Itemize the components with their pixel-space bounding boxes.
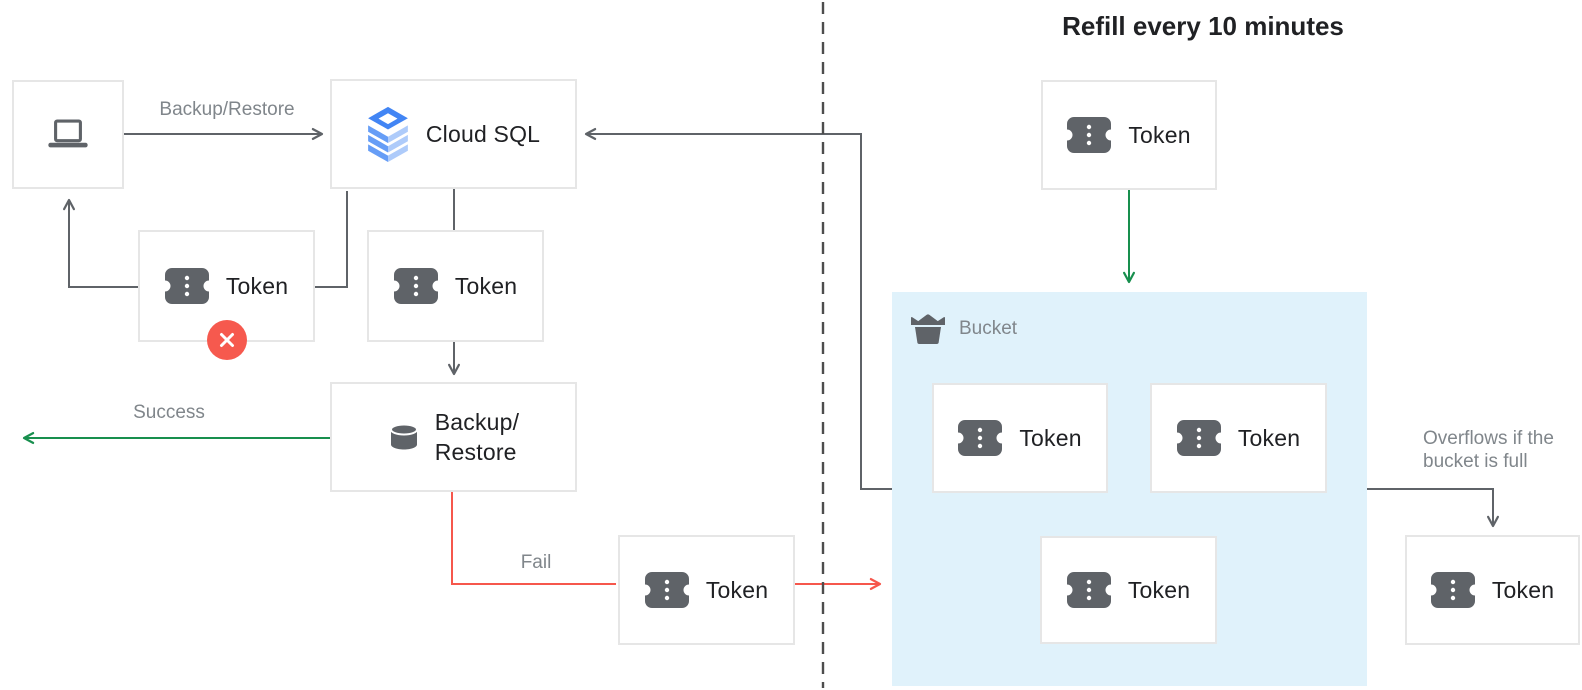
laptop-icon xyxy=(48,119,88,148)
bucket-icon xyxy=(911,314,945,344)
cloud-sql-node: Cloud SQL xyxy=(330,79,577,189)
token-node-bucket-3: Token xyxy=(1040,536,1217,644)
database-icon xyxy=(389,423,418,450)
edge-label-success: Success xyxy=(133,402,205,423)
token-node-failed: Token xyxy=(618,535,795,645)
bucket-header: Bucket xyxy=(910,312,1017,344)
token-node-overflow: Token xyxy=(1405,535,1580,645)
token-label: Token xyxy=(1237,424,1301,451)
token-icon xyxy=(1430,572,1475,608)
token-node-pending: Token xyxy=(367,230,544,342)
cloud-sql-icon xyxy=(367,106,408,162)
edge-label-fail: Fail xyxy=(520,552,552,573)
edge-label-backup-restore: Backup/Restore xyxy=(159,99,295,120)
diagram-title: Refill every 10 minutes xyxy=(1062,11,1344,41)
token-label: Token xyxy=(225,272,289,299)
backup-restore-node: Backup/ Restore xyxy=(330,382,577,492)
token-label: Token xyxy=(705,576,769,603)
token-icon xyxy=(1066,572,1111,608)
token-icon xyxy=(1067,117,1112,153)
token-node-bucket-2: Token xyxy=(1150,383,1327,493)
token-icon xyxy=(644,572,689,608)
token-icon xyxy=(393,268,438,304)
token-icon xyxy=(1176,420,1221,456)
client-node xyxy=(12,80,124,189)
error-x-icon xyxy=(207,320,247,360)
token-label: Token xyxy=(1127,576,1191,603)
bucket-label: Bucket xyxy=(959,317,1018,339)
cloud-sql-label: Cloud SQL xyxy=(425,120,541,147)
token-node-bucket-1: Token xyxy=(932,383,1108,493)
token-icon xyxy=(958,420,1003,456)
token-label: Token xyxy=(454,272,518,299)
token-label: Token xyxy=(1491,576,1555,603)
token-icon xyxy=(164,268,209,304)
edge-label-overflow: Overflows if the bucket is full xyxy=(1423,428,1554,472)
token-node-refill: Token xyxy=(1041,80,1217,190)
token-label: Token xyxy=(1128,121,1191,148)
backup-restore-label: Backup/ Restore xyxy=(434,409,520,465)
token-label: Token xyxy=(1019,424,1082,451)
